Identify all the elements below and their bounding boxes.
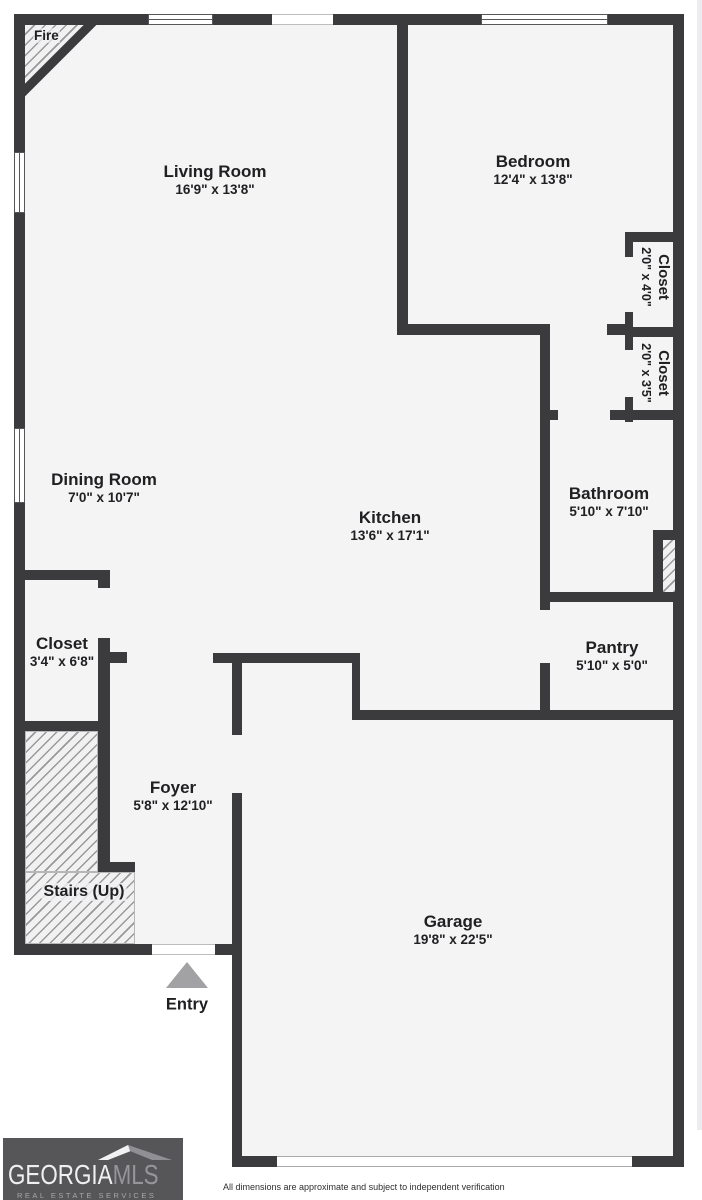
wall-exterior-top [14,14,684,25]
wall-bathroom-top [540,410,684,420]
dining-room-name: Dining Room [51,469,157,489]
room-label-pantry: Pantry 5'10" x 5'0" [576,637,648,675]
room-label-foyer: Foyer 5'8" x 12'10" [133,777,212,815]
window-living-left [14,152,25,213]
disclaimer-text: All dimensions are approximate and subje… [223,1182,505,1192]
entry-arrow-icon [166,962,208,988]
room-label-dining-room: Dining Room 7'0" x 10'7" [51,469,157,507]
room-label-dining-closet: Closet 3'4" x 6'8" [30,633,94,671]
room-label-bathroom: Bathroom 5'10" x 7'10" [569,483,649,521]
stairs-label: Stairs (Up) [41,883,127,901]
logo-text-mls: MLS [112,1159,159,1190]
bathroom-name: Bathroom [568,483,650,503]
logo-tagline: REAL ESTATE SERVICES [17,1191,157,1200]
wall-chase-left [653,530,663,602]
chase-hatch [663,540,675,592]
stairs-hatch-upper [25,731,98,872]
entry-label-text: Entry [165,995,209,1014]
entry-label: Entry [166,995,208,1016]
wall-closet1-top [625,232,684,242]
wall-kitchen-notch-h [213,653,360,663]
fireplace-label: Fire [33,28,60,43]
bedroom-dims: 12'4" x 13'8" [493,172,573,188]
dining-closet-dims: 3'4" x 6'8" [29,654,95,670]
pantry-dims: 5'10" x 5'0" [576,658,648,674]
bedroom-closet-name: Closet [655,254,673,300]
room-label-living-room: Living Room 16'9" x 13'8" [164,161,267,199]
kitchen-dims: 13'6" x 17'1" [350,528,430,544]
window-bedroom-top [481,14,608,25]
door-opening-pantry [540,610,550,663]
wall-bathroom-bottom [540,592,684,602]
foyer-dims: 5'8" x 12'10" [133,798,213,814]
page-edge-strip [697,0,702,1130]
foyer-name: Foyer [149,777,197,797]
room-label-bedroom: Bedroom 12'4" x 13'8" [493,151,572,189]
bathroom-dims: 5'10" x 7'10" [569,504,649,520]
wall-stairs-step [98,862,135,872]
garage-dims: 19'8" x 22'5" [413,932,493,948]
hall-closet-dims: 2'0" x 3'5" [639,343,654,403]
door-opening-bedroom [550,324,607,335]
living-room-dims: 16'9" x 13'8" [175,182,255,198]
wall-stairs-right [98,731,110,862]
wall-garage-left [232,653,242,1167]
wall-chase-top [653,530,677,540]
wall-closets-divider [625,327,684,337]
bedroom-closet-dims: 2'0" x 4'0" [639,247,654,307]
wall-dining-closet-bottom [14,721,110,731]
door-opening-bedroom-closet [625,257,633,312]
wall-house-bottom [14,944,242,955]
window-living-top [148,14,213,25]
wall-kitchen-bath-divider [540,324,550,602]
top-wall-opening [272,14,333,25]
dining-closet-name: Closet [36,633,88,653]
pantry-name: Pantry [585,637,639,657]
window-dining-left [14,428,25,503]
wall-living-bedroom-divider [397,14,408,335]
bedroom-name: Bedroom [495,151,571,171]
garage-door-opening [277,1156,632,1167]
room-label-garage: Garage 19'8" x 22'5" [413,911,492,949]
door-opening-dining-closet [98,588,110,638]
dining-room-dims: 7'0" x 10'7" [68,490,140,506]
roof-icon [98,1145,172,1160]
room-label-hall-closet: Closet 2'0" x 3'5" [638,343,672,403]
wall-kitchen-stub [98,652,127,663]
wall-kitchen-notch-v [352,663,360,710]
wall-bedroom-bottom-b [607,324,633,335]
kitchen-name: Kitchen [358,507,422,527]
floor-garage [232,663,684,1167]
wall-garage-top [352,710,684,720]
room-label-kitchen: Kitchen 13'6" x 17'1" [350,507,429,545]
door-opening-foyer-garage [232,735,242,793]
living-room-name: Living Room [163,161,267,181]
door-opening-bathroom [558,410,610,420]
logo-text-georgia: GEORGIA [8,1159,113,1190]
garage-name: Garage [423,911,483,931]
wall-dining-closet-top [14,570,110,580]
georgia-mls-logo: GEORGIAMLS REAL ESTATE SERVICES [3,1138,183,1200]
wall-exterior-right [673,14,684,1167]
entry-door-opening [152,944,215,955]
hall-closet-name: Closet [655,350,673,396]
wall-bedroom-bottom-a [397,324,550,335]
room-label-bedroom-closet: Closet 2'0" x 4'0" [638,247,672,307]
door-opening-hall-closet [625,350,633,397]
logo-wordmark: GEORGIAMLS [8,1161,159,1189]
